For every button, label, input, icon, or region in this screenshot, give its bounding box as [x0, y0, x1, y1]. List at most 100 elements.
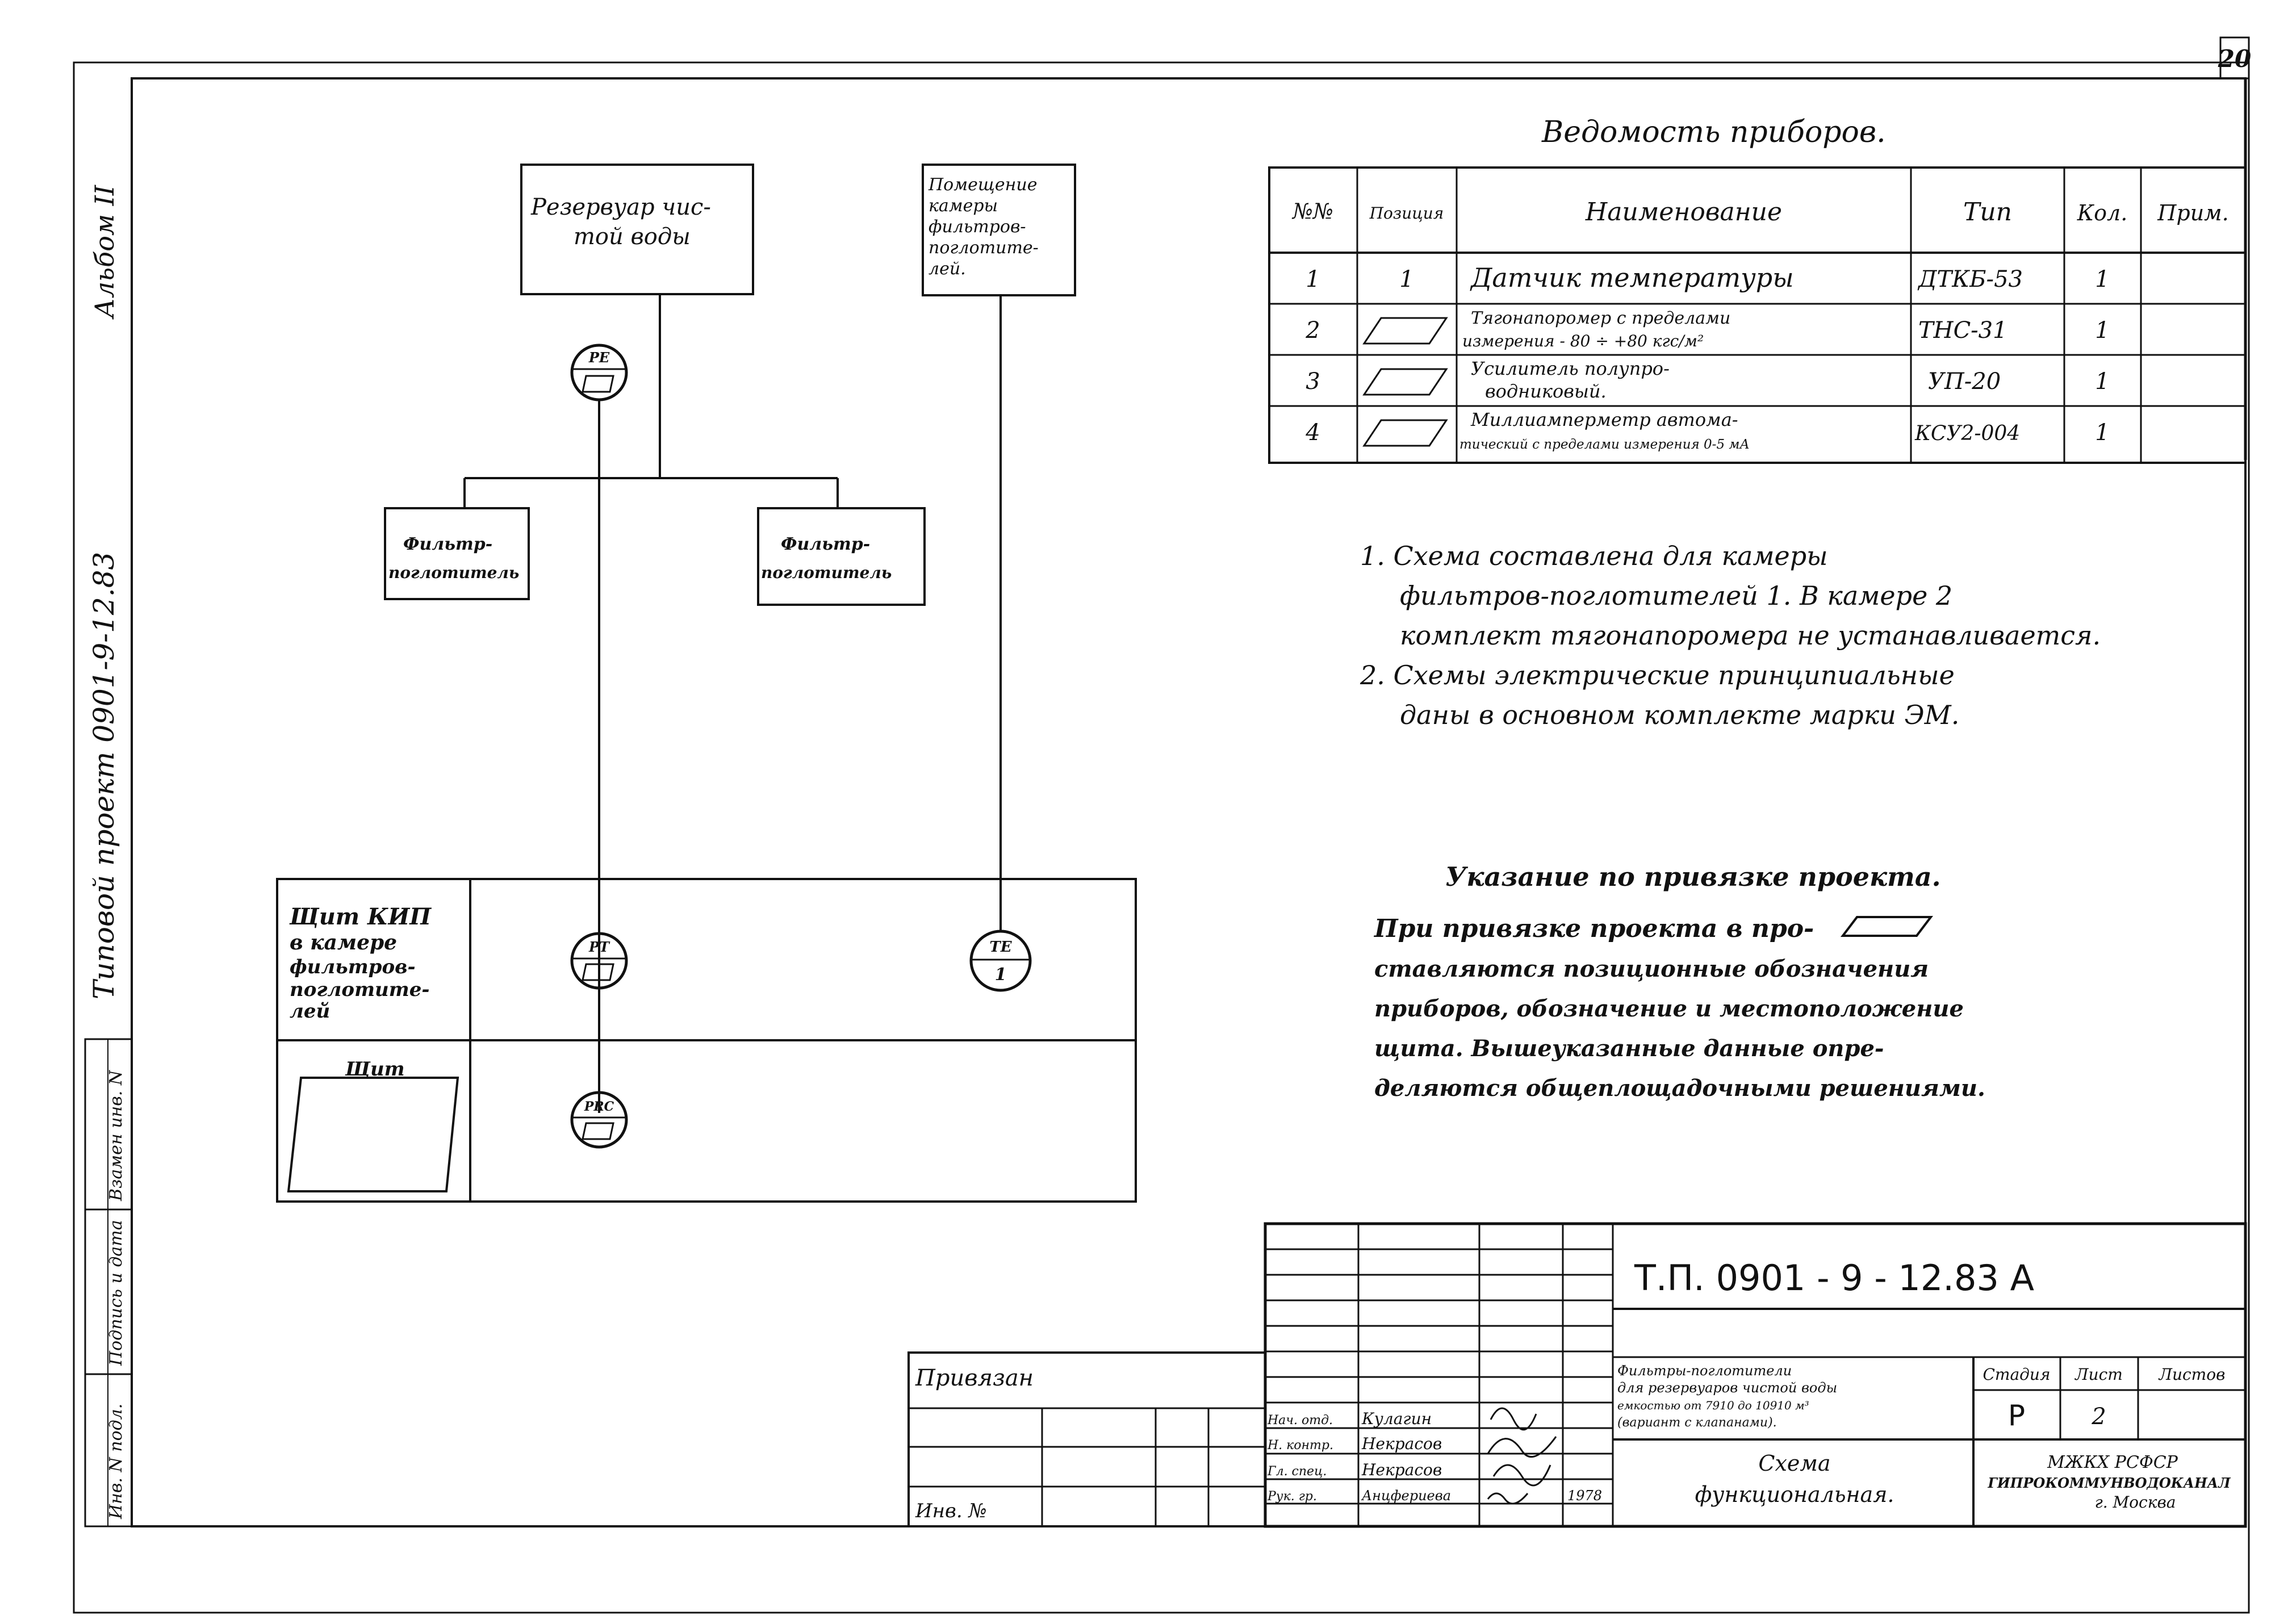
header-num: №№ [1291, 199, 1333, 224]
position-placeholder-symbol [1362, 317, 1448, 345]
binding-note-line: щита. Вышеуказанные данные опре- [1374, 1035, 1884, 1062]
panel-label-1: Щит КИП [289, 903, 432, 930]
instrument-te-sub: 1 [995, 965, 1007, 985]
svg-text:тический с пределами измерения: тический с пределами измерения 0-5 мА [1459, 437, 1750, 452]
svg-text:Некрасов: Некрасов [1361, 1460, 1442, 1479]
filter-right-label-2: поглотитель [761, 563, 892, 582]
svg-text:г. Москва: г. Москва [2095, 1493, 2176, 1512]
row1-name: Датчик температуры [1470, 262, 1794, 293]
filter-left-label-1: Фильтр- [403, 534, 492, 554]
project-label: Типовой проект 0901-9-12.83 [87, 552, 120, 999]
svg-text:для резервуаров чистой воды: для резервуаров чистой воды [1617, 1380, 1837, 1396]
drawing-name-1: Схема [1758, 1451, 1830, 1476]
table-row: 1 1 Датчик температуры ДТКБ-53 1 [1306, 262, 2109, 293]
chamber-label-3: фильтров- [928, 217, 1026, 237]
svg-text:Некрасов: Некрасов [1361, 1434, 1442, 1453]
svg-text:Нач. отд.: Нач. отд. [1267, 1413, 1333, 1428]
inv-orig-label: Инв. N подл. [106, 1404, 126, 1520]
svg-text:Кулагин: Кулагин [1361, 1409, 1432, 1428]
panel-label-3: фильтров- [290, 956, 416, 978]
outer-border [73, 61, 2250, 1614]
drawing-name-2: функциональная. [1695, 1482, 1894, 1507]
reservoir-label-2: той воды [574, 224, 691, 250]
svg-text:2: 2 [1305, 317, 1320, 344]
svg-text:1: 1 [2095, 266, 2109, 292]
svg-text:водниковый.: водниковый. [1485, 380, 1607, 402]
svg-text:1: 1 [1399, 266, 1413, 292]
note-line: фильтров-поглотителей 1. В камере 2 [1400, 580, 1952, 611]
svg-text:УП-20: УП-20 [1928, 369, 2001, 395]
svg-text:1: 1 [1306, 266, 1320, 292]
note-line: 1. Схема составлена для камеры [1360, 541, 1828, 571]
binding-note-title: Указание по привязке проекта. [1445, 861, 1941, 892]
header-type: Тип [1963, 198, 2012, 227]
chamber-label-5: лей. [928, 259, 966, 279]
instrument-prc-id: PRC [584, 1099, 614, 1114]
sheet-number-box [2219, 36, 2250, 79]
svg-text:Н. контр.: Н. контр. [1267, 1438, 1333, 1453]
binding-box: Привязан Инв. № [907, 1351, 1266, 1527]
instrument-te: TE 1 [969, 930, 1032, 992]
binding-note-line: ставляются позиционные обозначения [1374, 956, 1929, 982]
instrument-table: Ведомость приборов. №№ Позиция Наименова… [1268, 115, 2247, 464]
position-placeholder-symbol [1840, 916, 1934, 937]
table-row: 2 Тягонапоромер с пределами измерения - … [1305, 308, 2109, 350]
svg-text:Лист: Лист [2074, 1365, 2123, 1384]
svg-text:Анцфериева: Анцфериева [1361, 1488, 1451, 1504]
note-line: комплект тягонапоромера не устанавливает… [1400, 620, 2101, 651]
instrument-prc: PRC [570, 1091, 628, 1149]
svg-text:КСУ2-004: КСУ2-004 [1914, 422, 2020, 445]
svg-text:1: 1 [2095, 369, 2109, 395]
chamber-label-4: поглотите- [928, 238, 1039, 258]
instrument-pt-id: PT [588, 939, 610, 955]
svg-text:Фильтры-поглотители: Фильтры-поглотители [1617, 1363, 1792, 1379]
filter-left-box [384, 507, 530, 600]
position-placeholder-symbol [1362, 368, 1448, 396]
title-block: Нач. отд. Кулагин Н. контр. Некрасов Гл.… [1264, 1222, 2247, 1528]
sheet-number: 20 [2218, 45, 2251, 73]
filter-right-box [757, 507, 926, 606]
svg-text:измерения - 80 ÷ +80 кгс/м²: измерения - 80 ÷ +80 кгс/м² [1462, 332, 1704, 350]
panel-label-2: в камере [290, 931, 397, 955]
binding-note-line: При привязке проекта в про- [1373, 914, 1814, 943]
table-title: Ведомость приборов. [1541, 115, 1886, 149]
chamber-label-1: Помещение [928, 175, 1037, 195]
table-row: 3 Усилитель полупро- водниковый. УП-20 1 [1306, 358, 2109, 402]
svg-text:1: 1 [2095, 317, 2109, 344]
reservoir-box [520, 164, 754, 295]
replaces-label: Взамен инв. N [106, 1069, 126, 1202]
svg-text:ГИПРОКОММУНВОДОКАНАЛ: ГИПРОКОММУНВОДОКАНАЛ [1987, 1475, 2231, 1491]
svg-text:Усилитель полупро-: Усилитель полупро- [1471, 358, 1670, 379]
svg-text:1: 1 [2095, 420, 2109, 446]
instrument-pt: PT [570, 932, 628, 990]
binding-note-line: приборов, обозначение и местоположение [1374, 995, 1964, 1022]
svg-text:Рук. гр.: Рук. гр. [1267, 1489, 1317, 1504]
side-stamp: Альбом II Типовой проект 0901-9-12.83 Вз… [84, 185, 133, 1527]
note-line: 2. Схемы электрические принципиальные [1360, 660, 1955, 690]
table-row: 4 Миллиамперметр автома- тический с пред… [1305, 409, 2109, 452]
drawing-code: Т.П. 0901 - 9 - 12.83 А [1634, 1257, 2034, 1299]
svg-text:ТНС-31: ТНС-31 [1918, 317, 2007, 344]
svg-text:3: 3 [1306, 369, 1320, 395]
notes-block: 1. Схема составлена для камеры фильтров-… [1360, 541, 2101, 730]
instrument-pe: PE [570, 344, 628, 401]
header-qty: Кол. [2077, 200, 2128, 225]
svg-text:Гл. спец.: Гл. спец. [1267, 1464, 1327, 1479]
svg-text:МЖКХ РСФСР: МЖКХ РСФСР [2047, 1453, 2178, 1472]
instrument-te-id: TE [989, 939, 1012, 956]
inv-label: Инв. № [915, 1500, 987, 1522]
filter-left-label-2: поглотитель [388, 563, 519, 582]
panel-label-5: лей [290, 1000, 330, 1023]
filter-right-label-1: Фильтр- [781, 534, 870, 554]
header-note: Прим. [2157, 200, 2229, 225]
album-label: Альбом II [89, 185, 120, 320]
binding-note: Указание по привязке проекта. При привяз… [1373, 861, 1985, 1102]
panel-label-4: поглотите- [290, 978, 430, 1001]
chamber-box [922, 164, 1076, 296]
header-name: Наименование [1585, 198, 1782, 227]
binding-label: Привязан [915, 1365, 1034, 1391]
instrument-pe-id: PE [588, 349, 610, 366]
sheet-value: 2 [2091, 1404, 2106, 1430]
